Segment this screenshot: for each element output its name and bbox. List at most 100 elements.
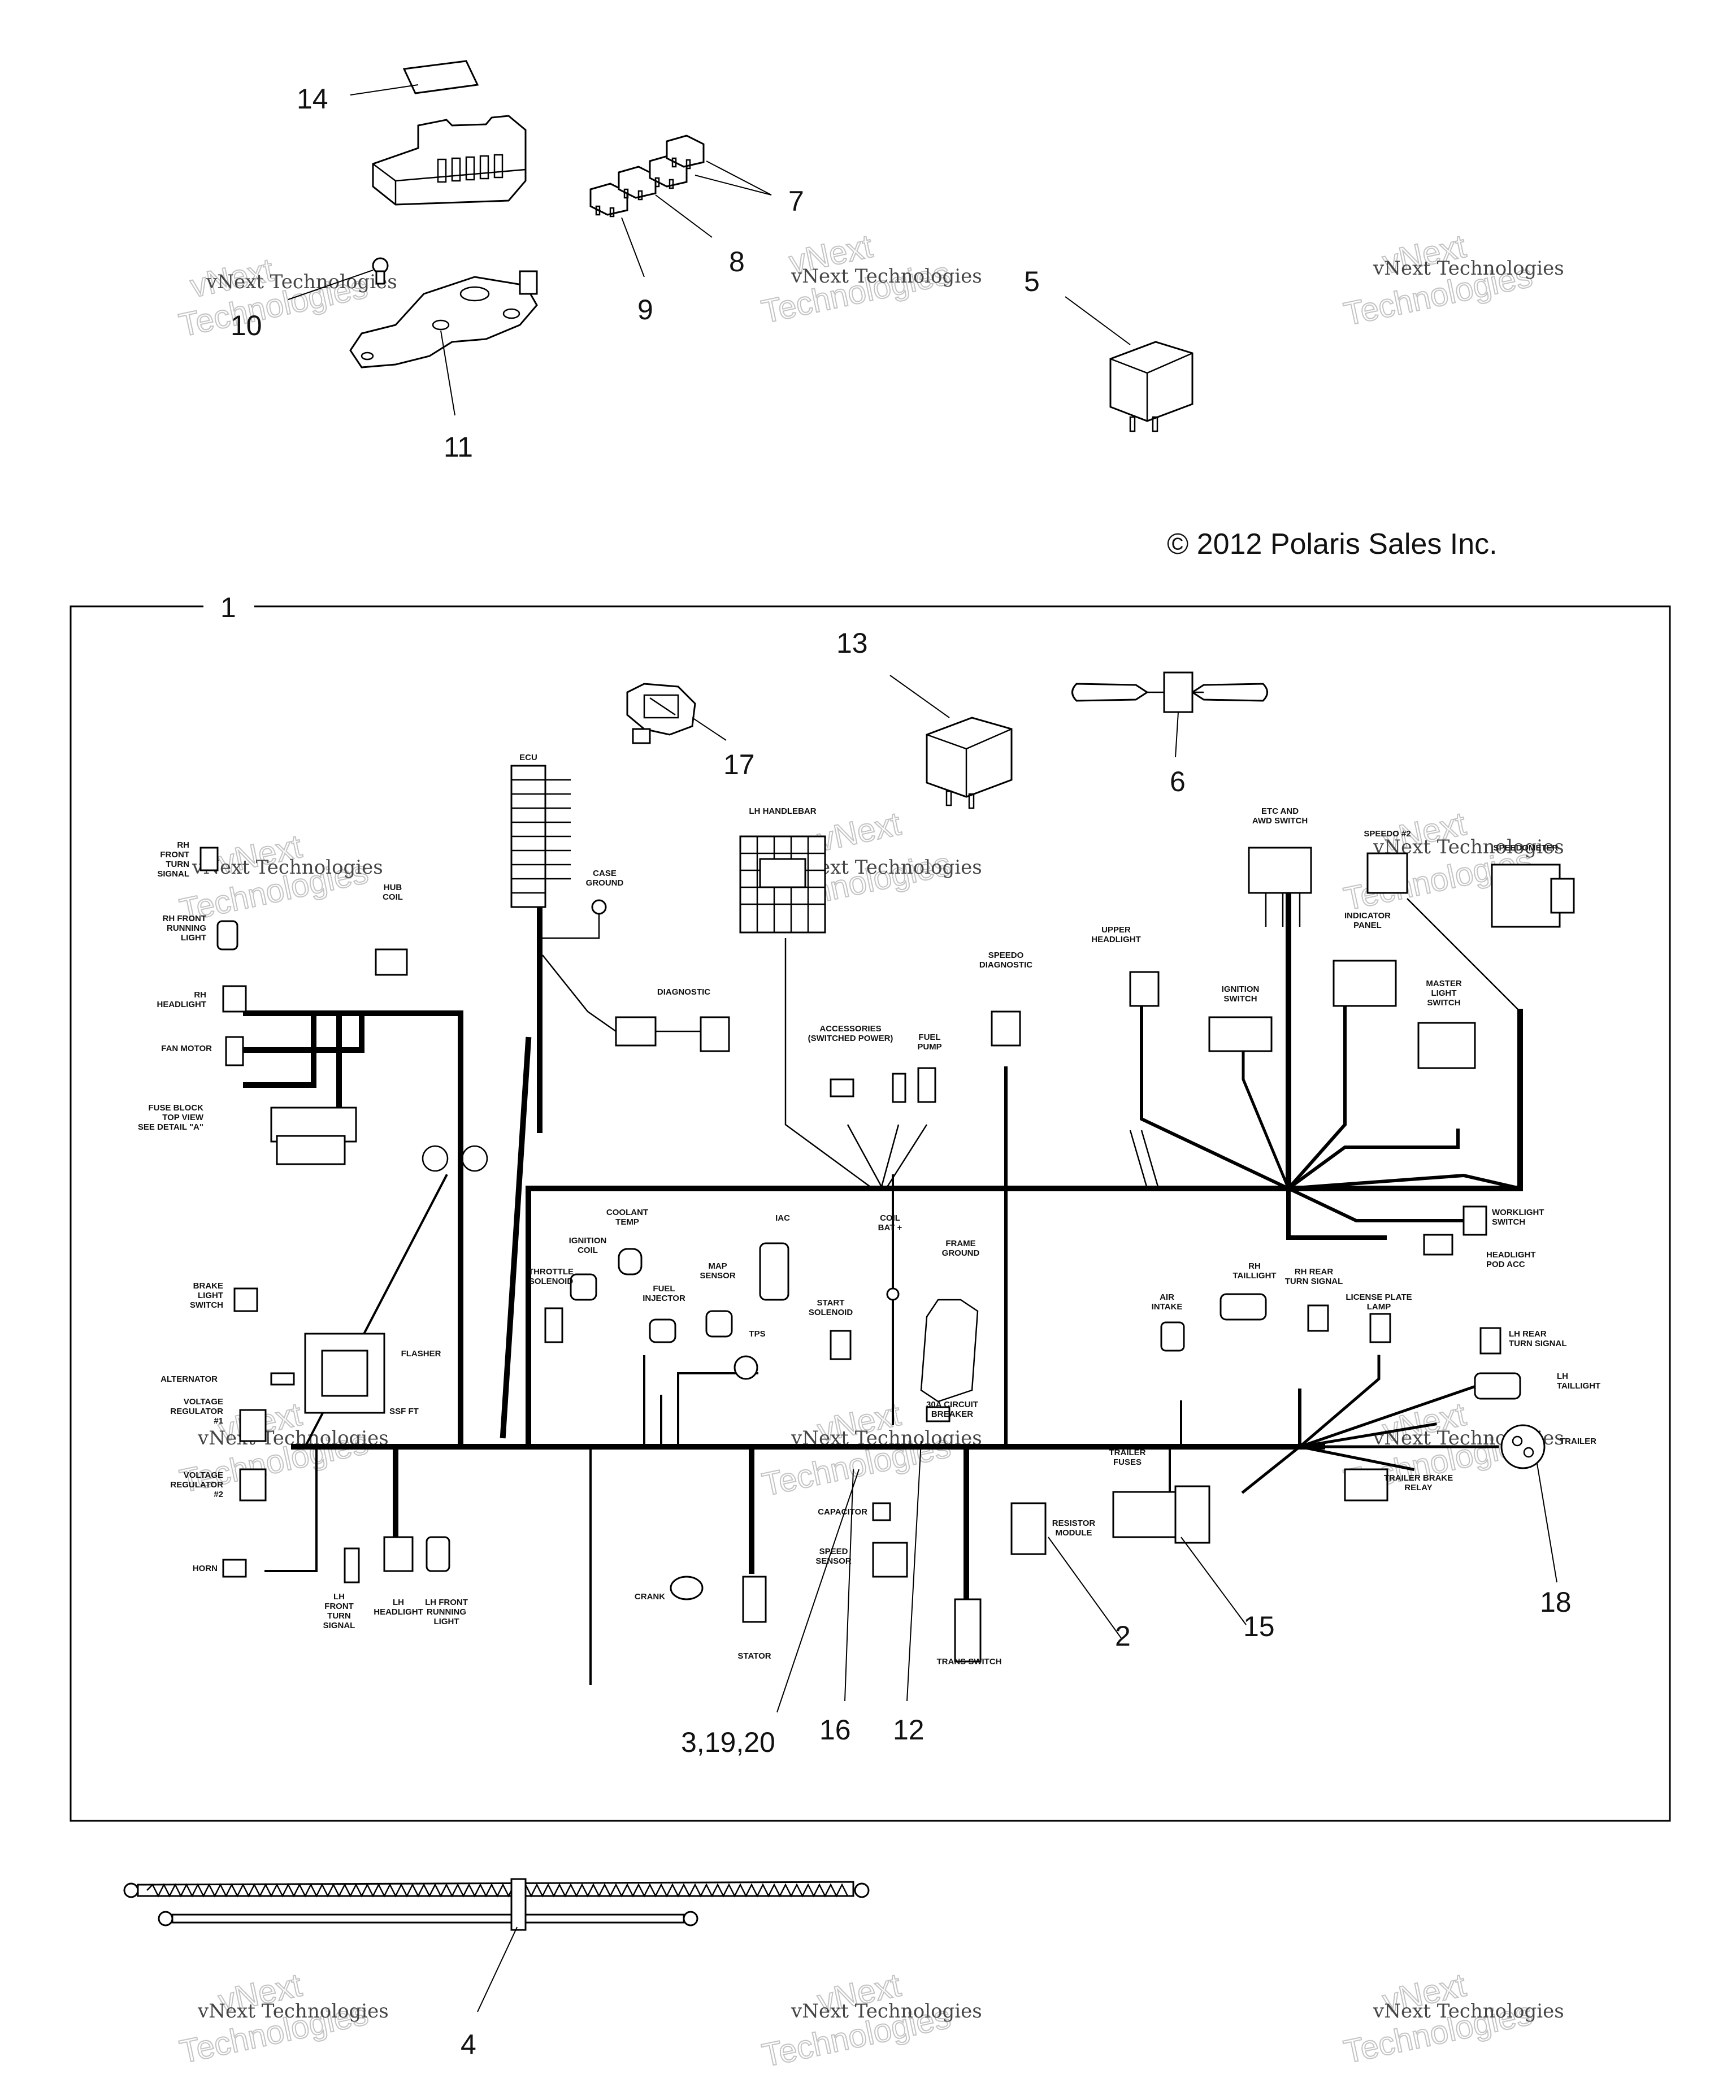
watermark: vNext Technologies vNext Technologies [176, 1966, 388, 2071]
horn-label: HORN [193, 1564, 218, 1573]
part-13-relay: 13 [836, 627, 1013, 809]
flasher: FLASHER [304, 1333, 441, 1414]
fuse-part-8 [618, 166, 657, 201]
callout-16: 16 [819, 1714, 851, 1746]
callout-18: 18 [1540, 1586, 1572, 1618]
fuses-7-8-9 [589, 134, 772, 277]
diagnostic-label: DIAGNOSTIC [657, 987, 710, 997]
watermark: vNext Technologies vNext Technologies [758, 1966, 982, 2075]
lh-handlebar-connector: LH HANDLEBAR [739, 806, 826, 934]
ssf-ft-label: SSF FT [389, 1407, 419, 1416]
harness-trunk [243, 890, 1523, 1685]
trailer-connector: TRAILER [1500, 1424, 1596, 1469]
accessories-connector: ACCESSORIES(SWITCHED POWER) [808, 1024, 906, 1103]
accessories-label: ACCESSORIES(SWITCHED POWER) [808, 1024, 893, 1043]
part-4-battery-cables: 4 [123, 1878, 870, 2060]
svg-text:vNext Technologies: vNext Technologies [206, 271, 397, 293]
svg-text:vNext: vNext [814, 805, 904, 858]
ecu-label: ECU [519, 753, 537, 762]
svg-text:vNext Technologies: vNext Technologies [1373, 257, 1564, 280]
iac-label: IAC [775, 1213, 790, 1223]
watermark: vNext Technologies vNext Technologies [758, 227, 982, 331]
part-6-fuse-holder: 6 [1071, 671, 1268, 797]
trans-switch-label: TRANS SWITCH [937, 1657, 1002, 1667]
copyright-notice: © 2012 Polaris Sales Inc. [1167, 528, 1498, 561]
watermark: vNext Technologies vNext Technologies [1340, 1966, 1564, 2071]
watermarks: vNext Technologies vNext Technologies vN… [175, 227, 1564, 2075]
callout-8: 8 [729, 246, 745, 277]
part-10-screw [288, 257, 389, 300]
part-11-bracket [349, 270, 538, 416]
callout-6: 6 [1170, 766, 1186, 797]
callout-17: 17 [723, 749, 755, 780]
iac: IAC [759, 1213, 790, 1301]
watermark: vNext Technologies vNext Technologies [1340, 227, 1564, 333]
svg-text:vNext Technologies: vNext Technologies [192, 856, 383, 879]
crank-label: CRANK [635, 1592, 665, 1602]
harness-frame: 1 [70, 592, 1671, 1822]
callout-10: 10 [231, 310, 262, 341]
speedometer-connector: SPEEDOMETER [1491, 843, 1575, 928]
trans-switch: TRANS SWITCH [937, 1598, 1002, 1667]
lh-handlebar-label: LH HANDLEBAR [749, 806, 816, 816]
stator-label: STATOR [737, 1651, 771, 1661]
alternator: ALTERNATOR [160, 1372, 295, 1386]
callout-4: 4 [461, 2029, 476, 2060]
svg-text:vNext Technologies: vNext Technologies [1373, 2000, 1564, 2023]
callout-7: 7 [788, 185, 804, 217]
watermark: vNext Technologies vNext Technologies [176, 827, 383, 930]
fan-motor-label: FAN MOTOR [161, 1044, 212, 1053]
diagnostic-connector: DIAGNOSTIC [542, 954, 730, 1052]
horn: HORN [193, 1559, 247, 1578]
callout-15: 15 [1243, 1611, 1275, 1642]
tps-label: TPS [749, 1329, 765, 1339]
callout-3-19-20: 3,19,20 [681, 1726, 775, 1758]
callout-9: 9 [637, 294, 653, 326]
